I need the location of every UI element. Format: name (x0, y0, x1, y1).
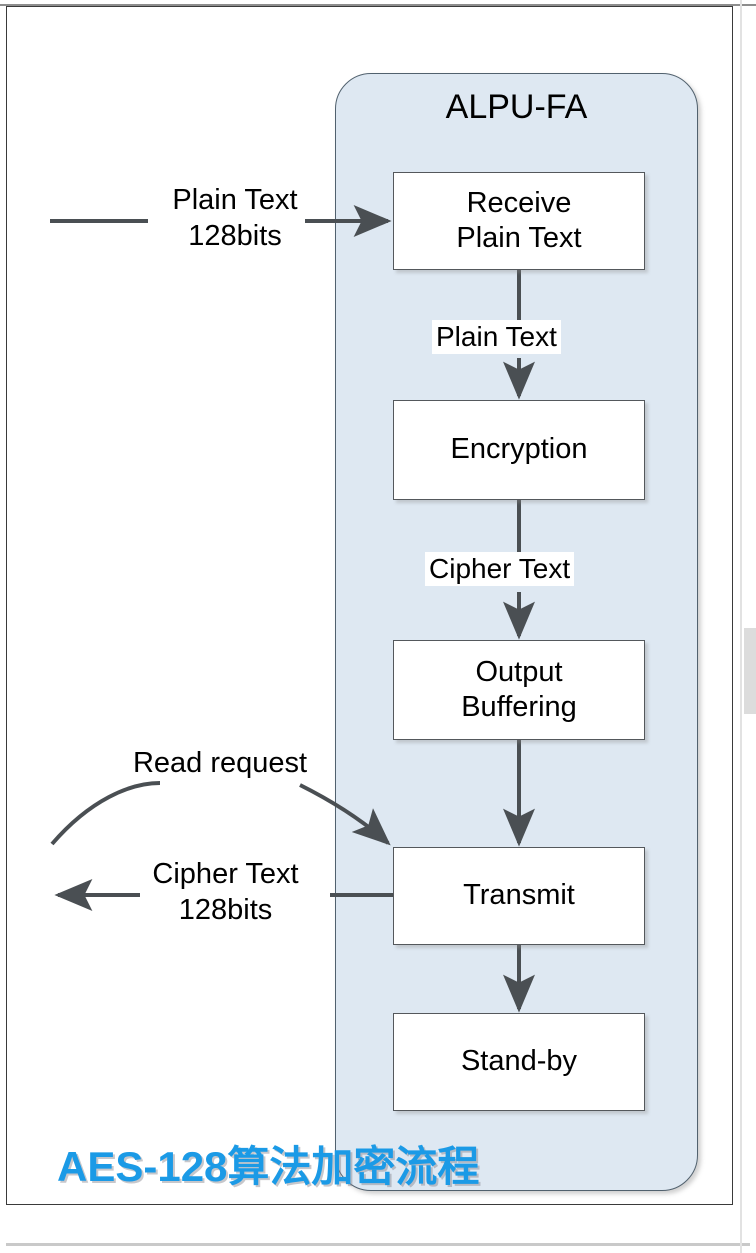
label-input-plain-text: Plain Text 128bits (172, 184, 298, 253)
edge-label-plain-text: Plain Text (432, 320, 561, 354)
right-edge-divider (740, 0, 742, 1253)
slide-top-divider (0, 4, 756, 6)
scrollbar-thumb[interactable] (744, 628, 756, 714)
node-stand-by[interactable]: Stand-by (393, 1013, 645, 1111)
node-encryption[interactable]: Encryption (393, 400, 645, 500)
slide-bottom-area (0, 1207, 756, 1253)
node-transmit[interactable]: Transmit (393, 847, 645, 945)
slide-bottom-divider (6, 1243, 750, 1246)
label-output-cipher-text: Cipher Text 128bits (152, 858, 299, 927)
node-receive-plain-text[interactable]: Receive Plain Text (393, 172, 645, 270)
diagram-caption: AES-128算法加密流程 (57, 1143, 480, 1190)
alpu-fa-title: ALPU-FA (445, 88, 588, 126)
edge-label-cipher-text: Cipher Text (425, 552, 575, 586)
node-output-buffering[interactable]: Output Buffering (393, 640, 645, 740)
label-read-request: Read request (132, 747, 308, 779)
